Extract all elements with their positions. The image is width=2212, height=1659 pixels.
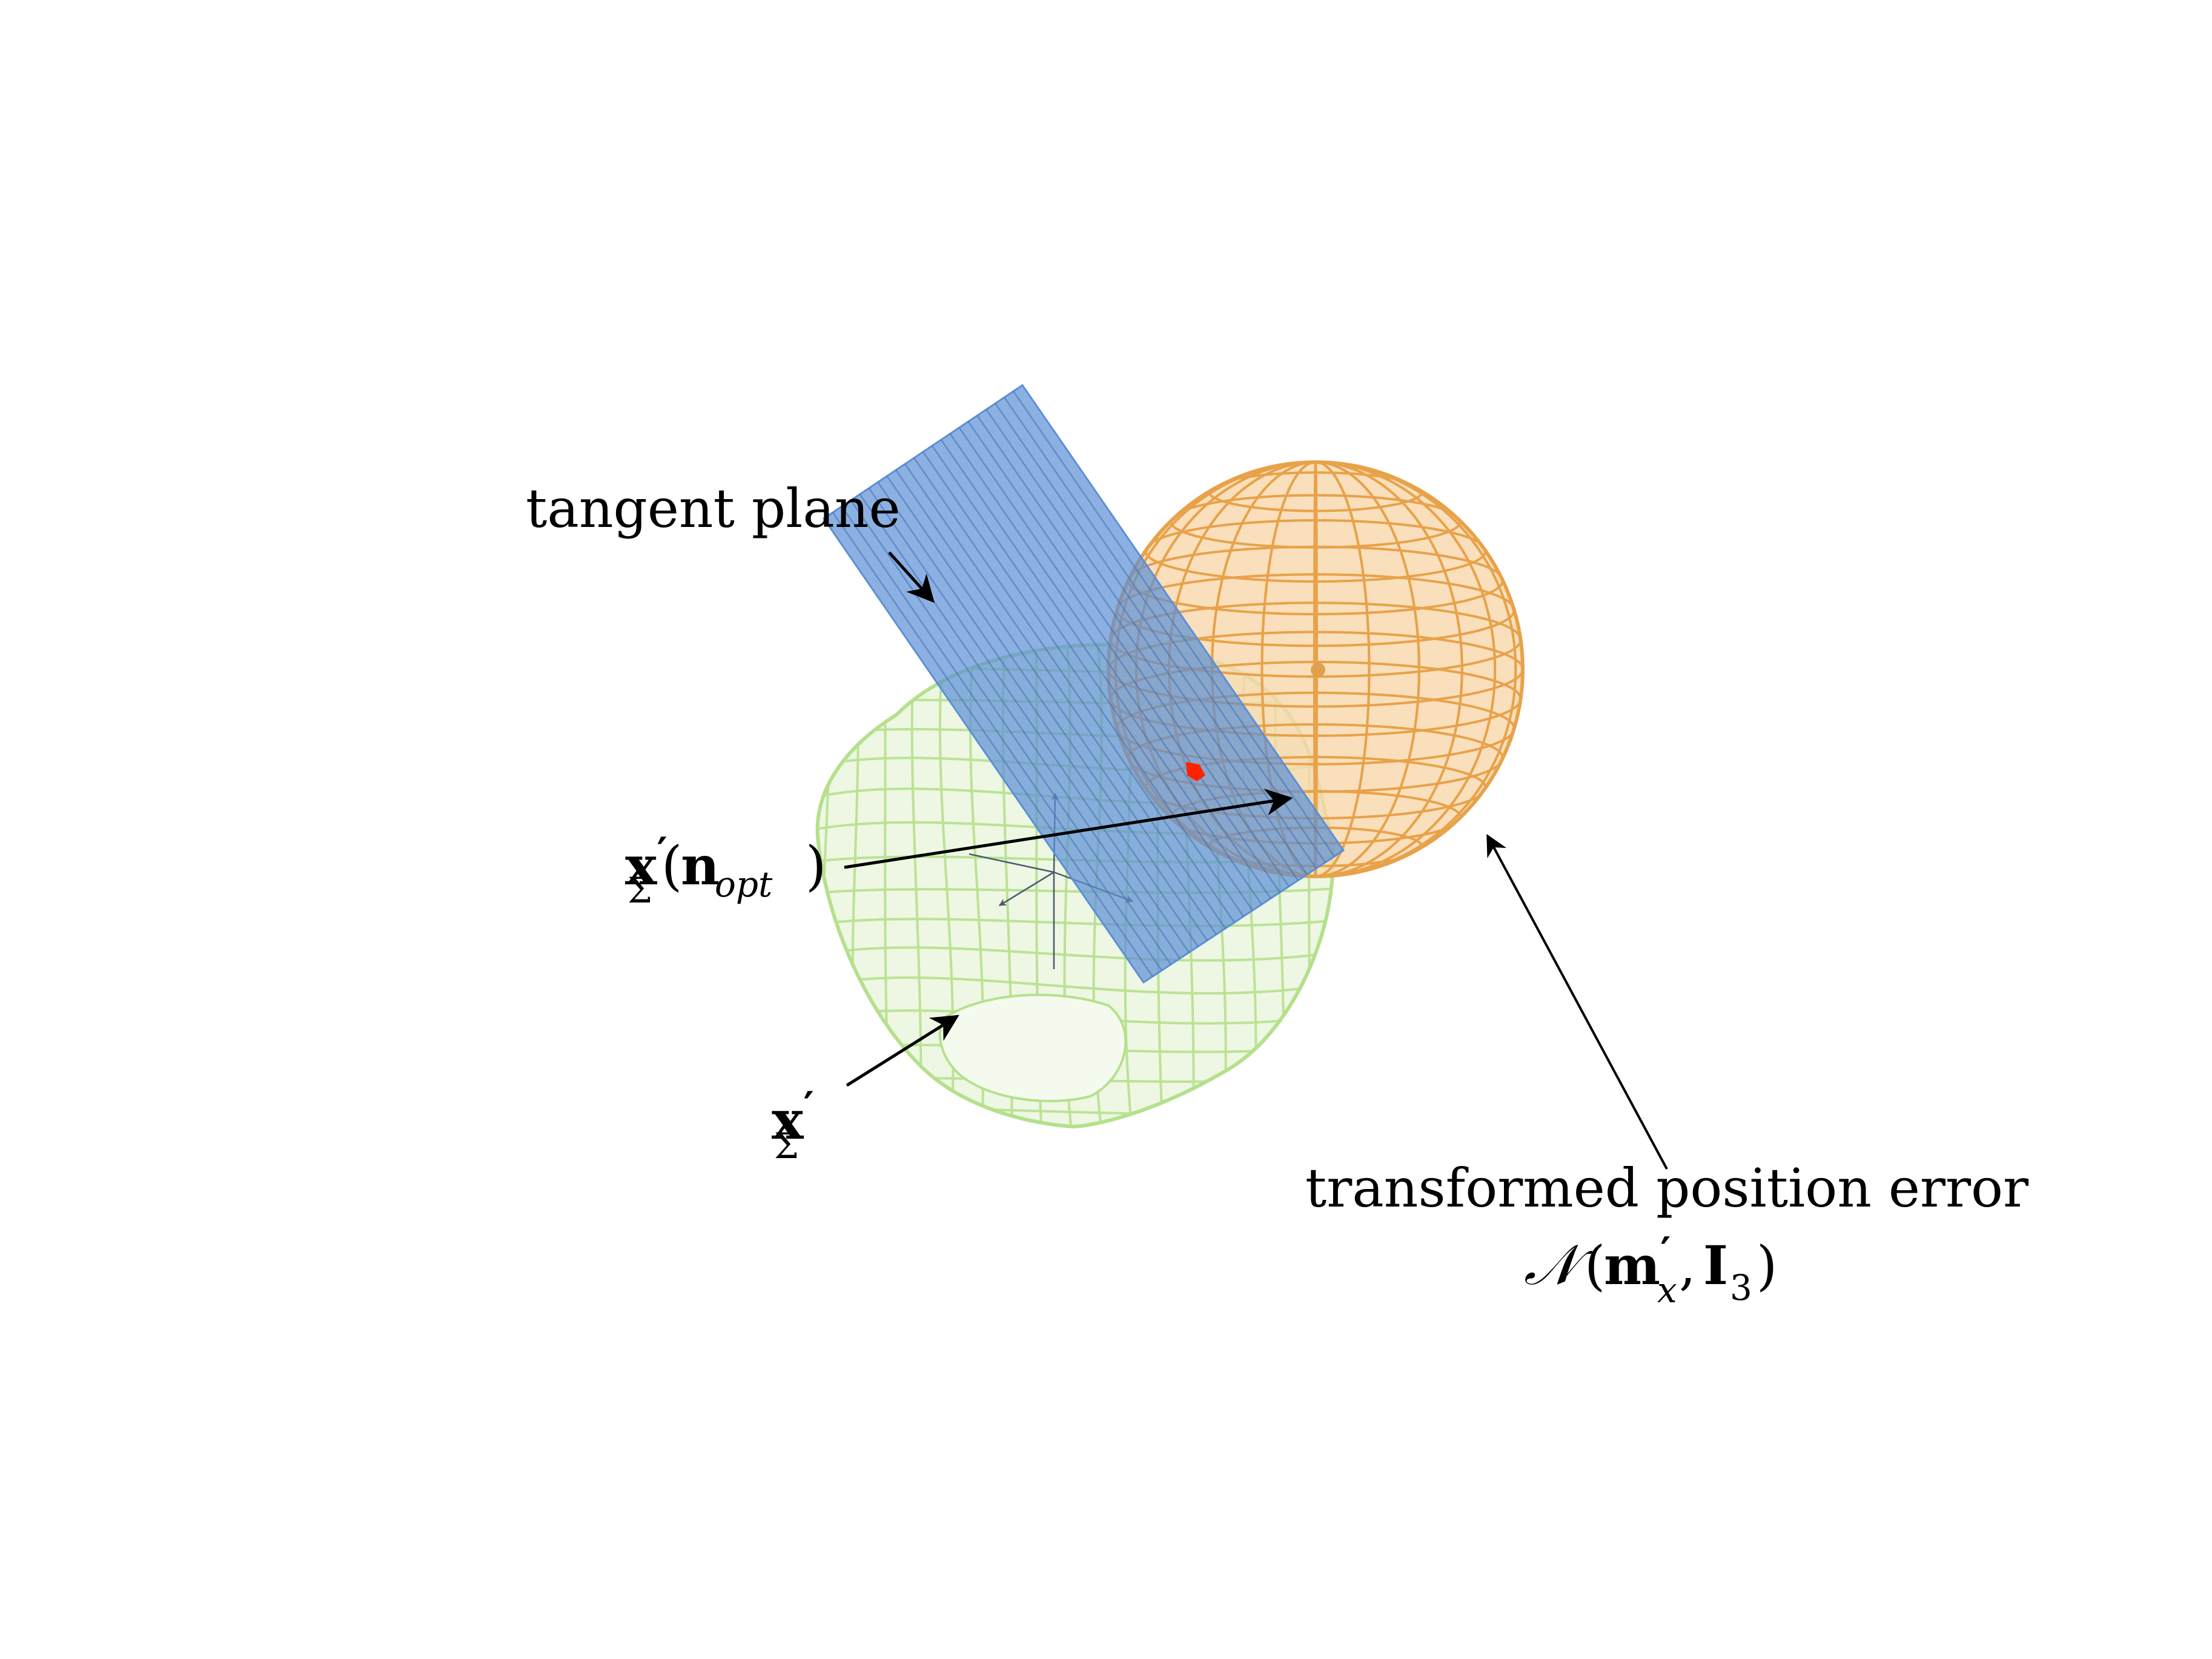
plane-grid-line bbox=[967, 421, 1290, 887]
close-paren: ) bbox=[1757, 1234, 1777, 1297]
surface-mesh-line bbox=[817, 976, 1333, 995]
sigma-subscript: Σ bbox=[628, 870, 652, 911]
x-sigma-n-opt-label: x′ Σ ( n opt ) bbox=[625, 829, 826, 911]
plane-grid-line bbox=[949, 433, 1272, 899]
open-paren: ( bbox=[661, 835, 682, 897]
distribution-label: 𝒩 ( m′ x , I 3 ) bbox=[1524, 1228, 1777, 1311]
svg-text:x′: x′ bbox=[625, 829, 667, 897]
x-sigma-arrow bbox=[846, 1015, 959, 1087]
identity-symbol: I bbox=[1703, 1234, 1728, 1297]
plane-grid-line bbox=[940, 439, 1263, 905]
normal-symbol: 𝒩 bbox=[1524, 1233, 1593, 1297]
position-error-arrow bbox=[1486, 833, 1668, 1170]
x-sigma-n-opt-arrow bbox=[844, 788, 1293, 869]
intersection-point bbox=[1186, 762, 1205, 781]
plane-grid-line bbox=[995, 403, 1317, 869]
m-symbol: m bbox=[1604, 1234, 1660, 1297]
annotation-arrows bbox=[844, 551, 1668, 1170]
prime-mark: ′ bbox=[657, 829, 667, 876]
surface-mesh-line bbox=[817, 946, 1333, 962]
plane-grid-line bbox=[922, 451, 1245, 917]
tangent-plane-label: tangent plane bbox=[526, 477, 901, 540]
surface-inner-patch bbox=[938, 993, 1127, 1102]
plane-grid-line bbox=[841, 506, 1163, 971]
plane-grid-line bbox=[859, 494, 1181, 959]
comma: , bbox=[1679, 1234, 1696, 1297]
transformed-position-error-label: transformed position error bbox=[1305, 1157, 2029, 1219]
plane-grid-line bbox=[913, 457, 1236, 923]
plane-grid-line bbox=[985, 409, 1308, 875]
open-paren: ( bbox=[1584, 1234, 1605, 1297]
sigma-subscript: Σ bbox=[774, 1125, 799, 1167]
prime-mark: ′ bbox=[803, 1083, 813, 1130]
svg-text:x′: x′ bbox=[772, 1083, 814, 1151]
tangent-plane bbox=[822, 383, 1345, 984]
sphere-center-point bbox=[1311, 663, 1325, 677]
plane-grid-line bbox=[886, 475, 1208, 941]
opt-subscript: opt bbox=[715, 864, 773, 905]
n-symbol: n bbox=[681, 834, 720, 897]
x-symbol: x bbox=[772, 1088, 804, 1151]
x-symbol: x bbox=[625, 834, 658, 897]
plane-grid-line bbox=[877, 482, 1199, 947]
plane-grid-line bbox=[868, 488, 1190, 953]
plane-grid-line bbox=[904, 463, 1227, 929]
three-subscript: 3 bbox=[1730, 1267, 1752, 1308]
x-subscript: x bbox=[1657, 1270, 1677, 1311]
plane-grid-line bbox=[931, 445, 1254, 911]
plane-grid-line bbox=[850, 500, 1172, 965]
prime-mark: ′ bbox=[1660, 1228, 1671, 1276]
x-sigma-label: x′ Σ bbox=[772, 1083, 814, 1167]
sphere-longitude-line bbox=[1260, 462, 1371, 876]
surface-mesh-line bbox=[817, 918, 1333, 927]
plane-grid-line bbox=[958, 427, 1281, 893]
plane-grid-line bbox=[1004, 397, 1326, 863]
close-paren: ) bbox=[806, 835, 826, 897]
plane-grid-line bbox=[976, 415, 1299, 881]
plane-grid-line bbox=[832, 512, 1154, 977]
plane-grid-line bbox=[895, 469, 1217, 935]
svg-text:m′: m′ bbox=[1604, 1228, 1671, 1297]
plane-grid-line bbox=[1013, 391, 1336, 857]
tangent-plane-arrow bbox=[888, 551, 935, 603]
